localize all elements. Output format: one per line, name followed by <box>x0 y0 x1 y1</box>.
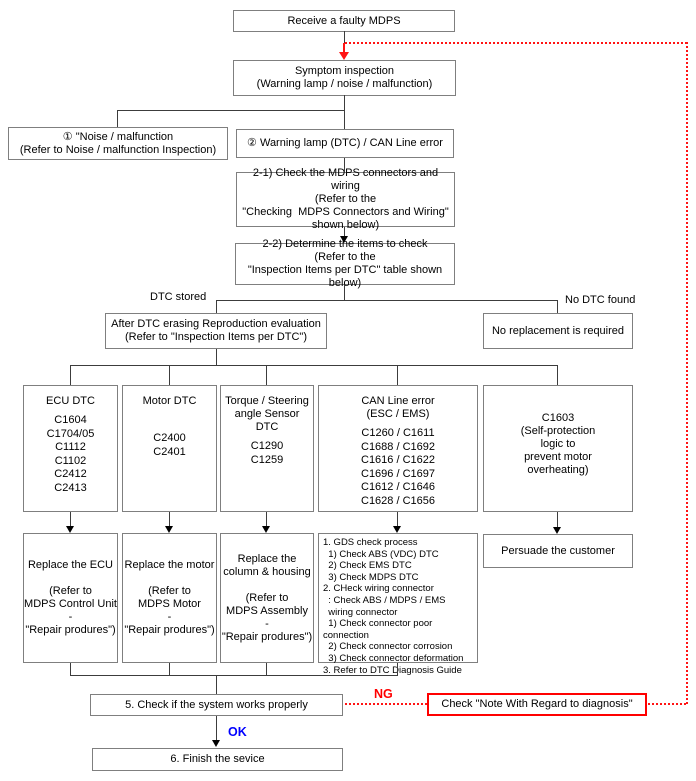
arrowhead-can-action <box>393 526 401 533</box>
connector-warning-to-21 <box>344 158 345 172</box>
arrowhead-torque-action <box>262 526 270 533</box>
torque-sensor-dtc-codes: C1290 C1259 <box>250 440 284 466</box>
label-ng: NG <box>374 687 393 701</box>
connector-drop-torque <box>266 365 267 385</box>
node-replace-motor: Replace the motor (Refer to MDPS Motor -… <box>122 533 217 663</box>
connector-to-no-replacement <box>557 300 558 313</box>
connector-five-way-branch <box>70 365 558 366</box>
node-motor-dtc: Motor DTC C2400 C2401 <box>122 385 217 512</box>
c1603-title: C1603 (Self-protection logic to prevent … <box>520 412 596 476</box>
connector-drop-motor <box>169 365 170 385</box>
connector-symptom-down <box>344 95 345 111</box>
connector-22-down <box>344 285 345 301</box>
connector-motor-to-action <box>169 512 170 527</box>
connector-ecu-to-action <box>70 512 71 527</box>
node-can-line-error: CAN Line error (ESC / EMS) C1260 / C1611… <box>318 385 478 512</box>
node-receive-faulty-mdps: Receive a faulty MDPS <box>233 10 455 32</box>
node-replace-column-housing: Replace the column & housing (Refer to M… <box>220 533 314 663</box>
connector-drop-c1603 <box>557 365 558 385</box>
can-line-error-title: CAN Line error (ESC / EMS) <box>361 395 435 420</box>
connector-branch-top <box>117 110 345 111</box>
connector-to-warning-box <box>344 110 345 129</box>
connector-dtc-branch <box>216 300 558 301</box>
node-no-replacement: No replacement is required <box>483 313 633 349</box>
connector-to-noise-box <box>117 110 118 127</box>
node-replace-ecu: Replace the ECU (Refer to MDPS Control U… <box>23 533 118 663</box>
node-noise-malfunction: ① "Noise / malfunction (Refer to Noise /… <box>8 127 228 160</box>
ecu-dtc-title: ECU DTC <box>46 395 95 407</box>
connector-action2-down <box>169 663 170 675</box>
connector-action4-down <box>397 663 398 675</box>
arrowhead-motor-action <box>165 526 173 533</box>
connector-to-after-erasing <box>216 300 217 313</box>
label-ok: OK <box>228 725 247 739</box>
connector-receive-down <box>344 31 345 43</box>
ecu-dtc-codes: C1604 C1704/05 C1112 C1102 C2412 C2413 <box>46 414 95 494</box>
arrowhead-finish <box>212 740 220 747</box>
node-check-system-works: 5. Check if the system works properly <box>90 694 343 716</box>
node-check-note-diagnosis: Check "Note With Regard to diagnosis" <box>427 693 647 716</box>
can-line-error-codes: C1260 / C1611 C1688 / C1692 C1616 / C162… <box>361 427 435 507</box>
node-symptom-inspection: Symptom inspection (Warning lamp / noise… <box>233 60 456 96</box>
node-after-dtc-erasing: After DTC erasing Reproduction evaluatio… <box>105 313 327 349</box>
ng-dotted-right <box>686 42 688 704</box>
connector-action1-down <box>70 663 71 675</box>
node-warning-lamp-can-error: ② Warning lamp (DTC) / CAN Line error <box>236 129 454 158</box>
connector-drop-ecu <box>70 365 71 385</box>
node-finish-service: 6. Finish the sevice <box>92 748 343 771</box>
ng-dotted-top <box>345 42 687 44</box>
ng-return-shaft <box>343 43 345 53</box>
connector-torque-to-action <box>266 512 267 527</box>
node-c1603-self-protection: C1603 (Self-protection logic to prevent … <box>483 385 633 512</box>
motor-dtc-title: Motor DTC <box>142 395 197 407</box>
node-determine-items: 2-2) Determine the items to check (Refer… <box>235 238 455 289</box>
arrowhead-into-22 <box>340 236 348 243</box>
node-gds-check-process: 1. GDS check process 1) Check ABS (VDC) … <box>318 533 478 676</box>
node-check-connectors-wiring: 2-1) Check the MDPS connectors and wirin… <box>236 167 455 231</box>
connector-action3-down <box>266 663 267 675</box>
ng-return-arrowhead <box>339 52 349 60</box>
connector-c1603-to-persuade <box>557 512 558 528</box>
torque-sensor-dtc-title: Torque / Steering angle Sensor DTC <box>225 395 309 433</box>
connector-check5-to-finish <box>216 716 217 741</box>
node-persuade-customer: Persuade the customer <box>483 534 633 568</box>
connector-merge-line <box>70 675 398 676</box>
ng-dotted-check5-to-note <box>345 703 427 705</box>
node-torque-sensor-dtc: Torque / Steering angle Sensor DTC C1290… <box>220 385 314 512</box>
connector-21-to-22 <box>344 227 345 237</box>
connector-after-erasing-down <box>216 349 217 365</box>
arrowhead-ecu-action <box>66 526 74 533</box>
connector-drop-can <box>397 365 398 385</box>
motor-dtc-codes: C2400 C2401 <box>153 432 186 458</box>
connector-can-to-action <box>397 512 398 527</box>
ng-dotted-note-to-right <box>648 703 686 705</box>
node-ecu-dtc: ECU DTC C1604 C1704/05 C1112 C1102 C2412… <box>23 385 118 512</box>
label-no-dtc-found: No DTC found <box>565 294 636 306</box>
label-dtc-stored: DTC stored <box>150 291 207 303</box>
connector-merge-to-check5 <box>216 675 217 694</box>
arrowhead-persuade <box>553 527 561 534</box>
